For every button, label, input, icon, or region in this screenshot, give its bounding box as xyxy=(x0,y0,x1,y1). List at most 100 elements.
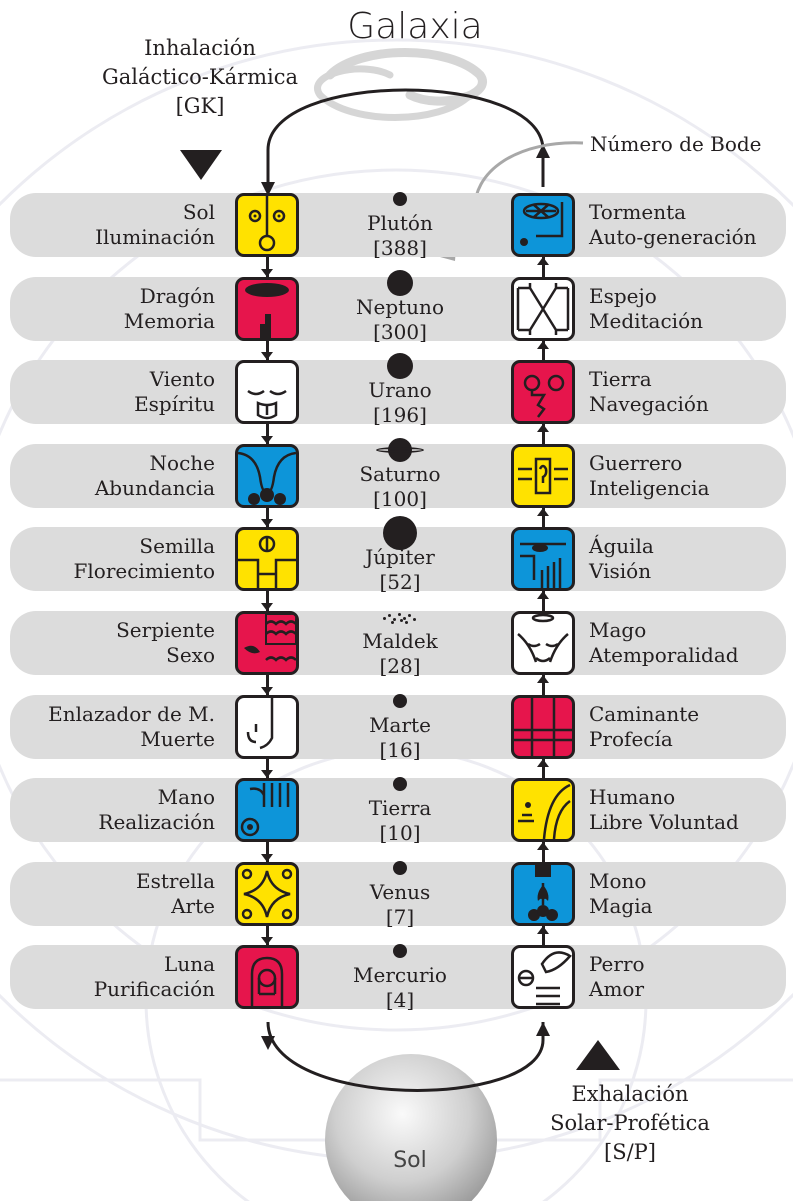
tribe-power: Florecimiento xyxy=(73,559,215,584)
down-arrow-icon xyxy=(261,686,273,695)
planet-name: Júpiter xyxy=(365,545,435,570)
planet-label: Saturno[100] xyxy=(330,462,470,512)
planet-name: Mercurio xyxy=(353,963,447,988)
up-arrow-icon xyxy=(537,675,549,683)
planet-name: Saturno xyxy=(359,461,441,486)
tribe-name: Luna xyxy=(164,952,215,977)
moon-glyph-icon xyxy=(235,945,299,1010)
tribe-name: Tormenta xyxy=(589,200,687,224)
planet-label: Marte[16] xyxy=(330,713,470,763)
tribe-power: Arte xyxy=(171,893,215,918)
tribe-name: Mono xyxy=(589,868,647,893)
bode-number: [7] xyxy=(385,904,415,929)
bode-number: [16] xyxy=(379,737,421,762)
tribe-name: Dragón xyxy=(139,283,215,308)
flow-line xyxy=(541,758,545,779)
tribe-name: Mago xyxy=(589,618,647,642)
skywalker-glyph-icon xyxy=(511,694,575,759)
down-arrow-icon xyxy=(261,352,273,361)
down-arrow-icon xyxy=(261,853,273,862)
dragon-glyph-icon xyxy=(235,276,299,341)
up-arrow-icon xyxy=(537,591,549,600)
flow-line xyxy=(265,842,269,862)
serpent-glyph-icon xyxy=(235,611,299,675)
planet-marker-icon xyxy=(393,944,407,959)
tribe-power: Auto-generación xyxy=(589,225,757,249)
planet-label: Neptuno[300] xyxy=(330,295,470,345)
tribe-power: Memoria xyxy=(123,308,215,333)
exhale-line-1: Exhalación xyxy=(571,1082,689,1106)
eagle-glyph-icon xyxy=(511,527,575,592)
tribe-power: Navegación xyxy=(589,392,709,417)
inhale-down-triangle-icon xyxy=(180,150,222,180)
flow-line xyxy=(265,758,269,779)
up-arrow-icon xyxy=(537,758,549,767)
bode-number: [196] xyxy=(373,403,427,428)
tribe-power: Inteligencia xyxy=(589,475,710,500)
tribe-power: Sexo xyxy=(166,643,215,667)
tribe-power: Abundancia xyxy=(94,475,215,500)
tribe-name: Guerrero xyxy=(589,450,683,475)
mirror-glyph-icon xyxy=(511,276,575,341)
planet-label: Mercurio[4] xyxy=(330,963,470,1013)
tribe-name: Mano xyxy=(157,785,215,810)
exhale-line-2: Solar-Profética xyxy=(550,1111,710,1135)
tribe-name: Enlazador de M. xyxy=(48,701,215,726)
flow-line xyxy=(541,507,545,528)
tribe-name: Viento xyxy=(149,367,215,392)
tribe-power: Amor xyxy=(589,977,645,1002)
planet-name: Maldek xyxy=(362,629,438,653)
exhale-caption: Exhalación Solar-Profética [S/P] xyxy=(530,1080,730,1167)
planet-name: Urano xyxy=(368,378,432,403)
flow-line xyxy=(541,842,545,862)
tribe-name: Estrella xyxy=(135,868,215,893)
down-arrow-icon xyxy=(261,519,273,528)
inhale-line-1: Inhalación xyxy=(144,36,256,60)
human-glyph-icon xyxy=(511,778,575,843)
tribe-power: Espíritu xyxy=(134,392,215,417)
row-band xyxy=(10,611,786,675)
flow-line xyxy=(541,675,545,695)
tribe-power: Magia xyxy=(589,893,653,918)
down-arrow-icon xyxy=(261,603,273,611)
planet-marker-scattered-icon xyxy=(383,611,417,624)
planet-marker-icon xyxy=(387,353,413,380)
planet-label: Júpiter[52] xyxy=(330,545,470,595)
flow-line xyxy=(265,424,269,444)
tribe-name: Sol xyxy=(182,200,215,224)
tribe-power: Iluminación xyxy=(95,225,215,249)
exhale-line-3: [S/P] xyxy=(604,1140,656,1164)
sun-sphere xyxy=(325,1054,497,1201)
tribe-power: Muerte xyxy=(140,726,215,751)
tribe-power: Atemporalidad xyxy=(589,643,739,667)
tribe-name: Águila xyxy=(589,534,654,559)
planet-name: Marte xyxy=(369,712,431,737)
planet-marker-icon xyxy=(393,860,407,875)
exhale-up-triangle-icon xyxy=(576,1040,620,1070)
night-glyph-icon xyxy=(235,443,299,508)
tribe-name: Noche xyxy=(149,450,215,475)
flow-line xyxy=(265,340,269,361)
flow-line xyxy=(541,340,545,361)
planet-label: Venus[7] xyxy=(330,880,470,930)
bode-number: [388] xyxy=(373,236,427,260)
inhale-caption: Inhalación Galáctico-Kármica [GK] xyxy=(80,34,320,121)
planet-marker-icon xyxy=(387,269,413,296)
dog-glyph-icon xyxy=(511,945,575,1010)
storm-glyph-icon xyxy=(511,193,575,257)
planet-name: Tierra xyxy=(368,796,432,821)
flow-line xyxy=(265,675,269,695)
